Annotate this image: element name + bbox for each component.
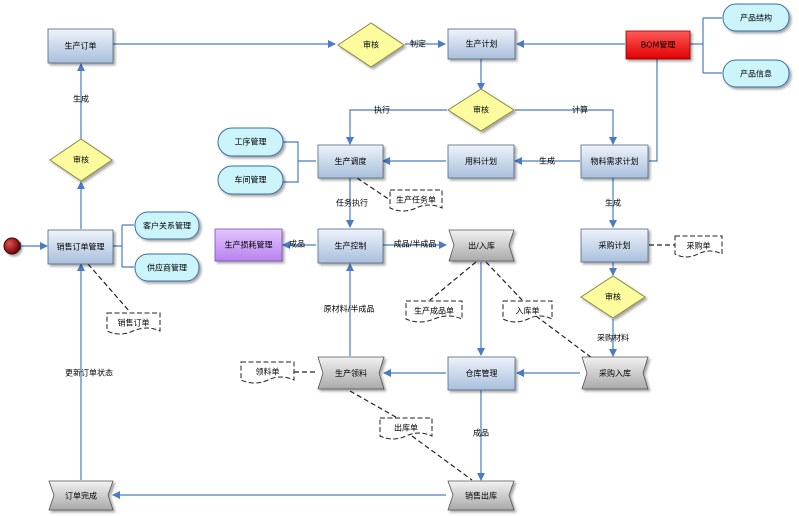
doc-label: 出库单	[394, 423, 418, 433]
node-label: BOM管理	[641, 40, 676, 50]
doc-production-task-sheet[interactable]: 生产任务单	[389, 189, 443, 212]
node-label: 生产控制	[335, 241, 367, 251]
label-update-order-status: 更新订单状态	[65, 368, 113, 378]
link-inbound-sheet-b	[535, 315, 593, 359]
node-production-waste[interactable]: 生产损耗管理	[214, 228, 283, 262]
label-task-execution: 任务执行	[336, 198, 368, 208]
documents: 生产任务单 销售订单 采购单 生产成品单 入库单 领料单 出库单	[106, 189, 723, 440]
node-warehousing-doc[interactable]: 出/入库	[448, 229, 515, 262]
node-label: 供应商管理	[147, 263, 187, 273]
node-workshop-management[interactable]: 车间管理	[217, 165, 284, 195]
node-purchase-plan[interactable]: 采购计划	[580, 228, 649, 263]
link-outbound-sheet-a	[349, 390, 409, 425]
doc-label: 领料单	[256, 367, 280, 377]
node-label: 生产订单	[65, 41, 97, 51]
label-generate-right: 生成	[605, 198, 621, 208]
label-execute: 执行	[374, 105, 390, 115]
edge-review-calculate	[515, 109, 617, 145]
link-finished-sheet	[429, 261, 477, 301]
label-purchase-material: 采购材料	[597, 333, 629, 343]
label-generate-mid: 生成	[539, 156, 555, 166]
node-label: 订单完成	[65, 491, 97, 501]
node-production-order[interactable]: 生产订单	[47, 28, 114, 64]
doc-outbound-sheet[interactable]: 出库单	[379, 417, 433, 440]
node-bom-management[interactable]: BOM管理	[625, 30, 691, 60]
doc-production-finished-sheet[interactable]: 生产成品单	[405, 300, 463, 323]
node-label: 生产调度	[335, 156, 367, 166]
node-label: 审核	[73, 155, 89, 165]
node-label: 用料计划	[465, 156, 497, 166]
edge-review-execute	[346, 109, 447, 145]
label-formulate: 制定	[410, 39, 426, 49]
node-review-left[interactable]: 审核	[49, 138, 113, 182]
node-label: 产品信息	[740, 69, 772, 79]
edge-sales-branches	[113, 224, 134, 268]
doc-inbound-sheet[interactable]: 入库单	[502, 300, 553, 323]
label-finished-bottom: 成品	[473, 428, 489, 438]
node-label: 工序管理	[235, 137, 267, 147]
node-review-top[interactable]: 审核	[337, 22, 405, 68]
label-finished-semi: 成品/半成品	[394, 239, 437, 249]
node-production-dispatch[interactable]: 生产调度	[317, 144, 384, 179]
doc-picking-sheet[interactable]: 领料单	[240, 361, 295, 384]
node-order-complete[interactable]: 订单完成	[48, 480, 114, 511]
node-label: 生产领料	[335, 368, 367, 378]
node-label: 生产计划	[466, 39, 498, 49]
node-production-control[interactable]: 生产控制	[317, 228, 384, 264]
label-finished-left: 成品	[289, 239, 305, 249]
node-product-structure[interactable]: 产品结构	[722, 3, 790, 32]
doc-purchase-sheet[interactable]: 采购单	[674, 235, 723, 258]
link-sales-order	[87, 263, 131, 313]
doc-label: 销售订单	[118, 318, 150, 328]
node-label: 销售订单管理	[57, 242, 105, 252]
link-task-sheet	[356, 177, 391, 201]
node-label: 出/入库	[468, 241, 495, 251]
node-product-info[interactable]: 产品信息	[722, 59, 790, 88]
node-sales-order-management[interactable]: 销售订单管理	[47, 229, 114, 265]
node-label: 产品结构	[740, 13, 772, 23]
edge-bom-branches	[690, 17, 722, 74]
node-label: 审核	[363, 40, 379, 50]
edge-labels: 制定 生成 执行 计算 生成 生成 任务执行 成品 成品/半成品 原材料/半成品…	[65, 39, 629, 438]
node-material-usage-plan[interactable]: 用料计划	[447, 144, 515, 179]
document-links	[87, 177, 675, 481]
label-generate-left: 生成	[73, 94, 89, 104]
edge-bom-to-mrp	[649, 44, 658, 162]
doc-label: 生产任务单	[396, 195, 436, 205]
link-inbound-sheet-a	[485, 261, 523, 301]
node-production-plan[interactable]: 生产计划	[447, 28, 516, 60]
node-mrp-plan[interactable]: 物料需求计划	[580, 144, 649, 179]
edge-dispatch-branches	[283, 141, 316, 183]
node-review-right[interactable]: 审核	[580, 275, 646, 319]
label-raw-semi: 原材料/半成品	[324, 304, 375, 314]
doc-label: 采购单	[687, 241, 711, 251]
node-label: 客户关系管理	[143, 221, 191, 231]
start-node[interactable]	[3, 237, 21, 255]
node-production-picking[interactable]: 生产领料	[317, 356, 385, 390]
node-warehouse-management[interactable]: 仓库管理	[447, 356, 516, 391]
node-label: 生产损耗管理	[225, 240, 273, 250]
node-label: 销售出库	[465, 491, 497, 501]
doc-label: 入库单	[516, 306, 540, 316]
node-sales-outbound[interactable]: 销售出库	[447, 480, 515, 511]
doc-sales-order[interactable]: 销售订单	[106, 312, 161, 335]
node-customer-relationship[interactable]: 客户关系管理	[134, 211, 200, 240]
node-label: 采购计划	[599, 240, 631, 250]
node-purchase-inbound[interactable]: 采购入库	[581, 356, 649, 390]
link-outbound-sheet-b	[411, 435, 473, 481]
node-label: 车间管理	[235, 175, 267, 185]
node-label: 审核	[473, 105, 489, 115]
nodes: 生产订单 生产计划 BOM管理 生产调度 用料计划 物料需求计划 销售订单管理	[3, 3, 790, 511]
node-label: 仓库管理	[466, 368, 498, 378]
node-label: 审核	[605, 292, 621, 302]
node-process-management[interactable]: 工序管理	[217, 127, 284, 157]
node-review-mid[interactable]: 审核	[447, 88, 515, 132]
node-supplier-management[interactable]: 供应商管理	[134, 253, 200, 282]
node-label: 采购入库	[599, 368, 631, 378]
label-calculate: 计算	[572, 105, 588, 115]
connectors	[13, 17, 722, 499]
node-label: 物料需求计划	[591, 156, 639, 166]
doc-label: 生产成品单	[414, 306, 454, 316]
